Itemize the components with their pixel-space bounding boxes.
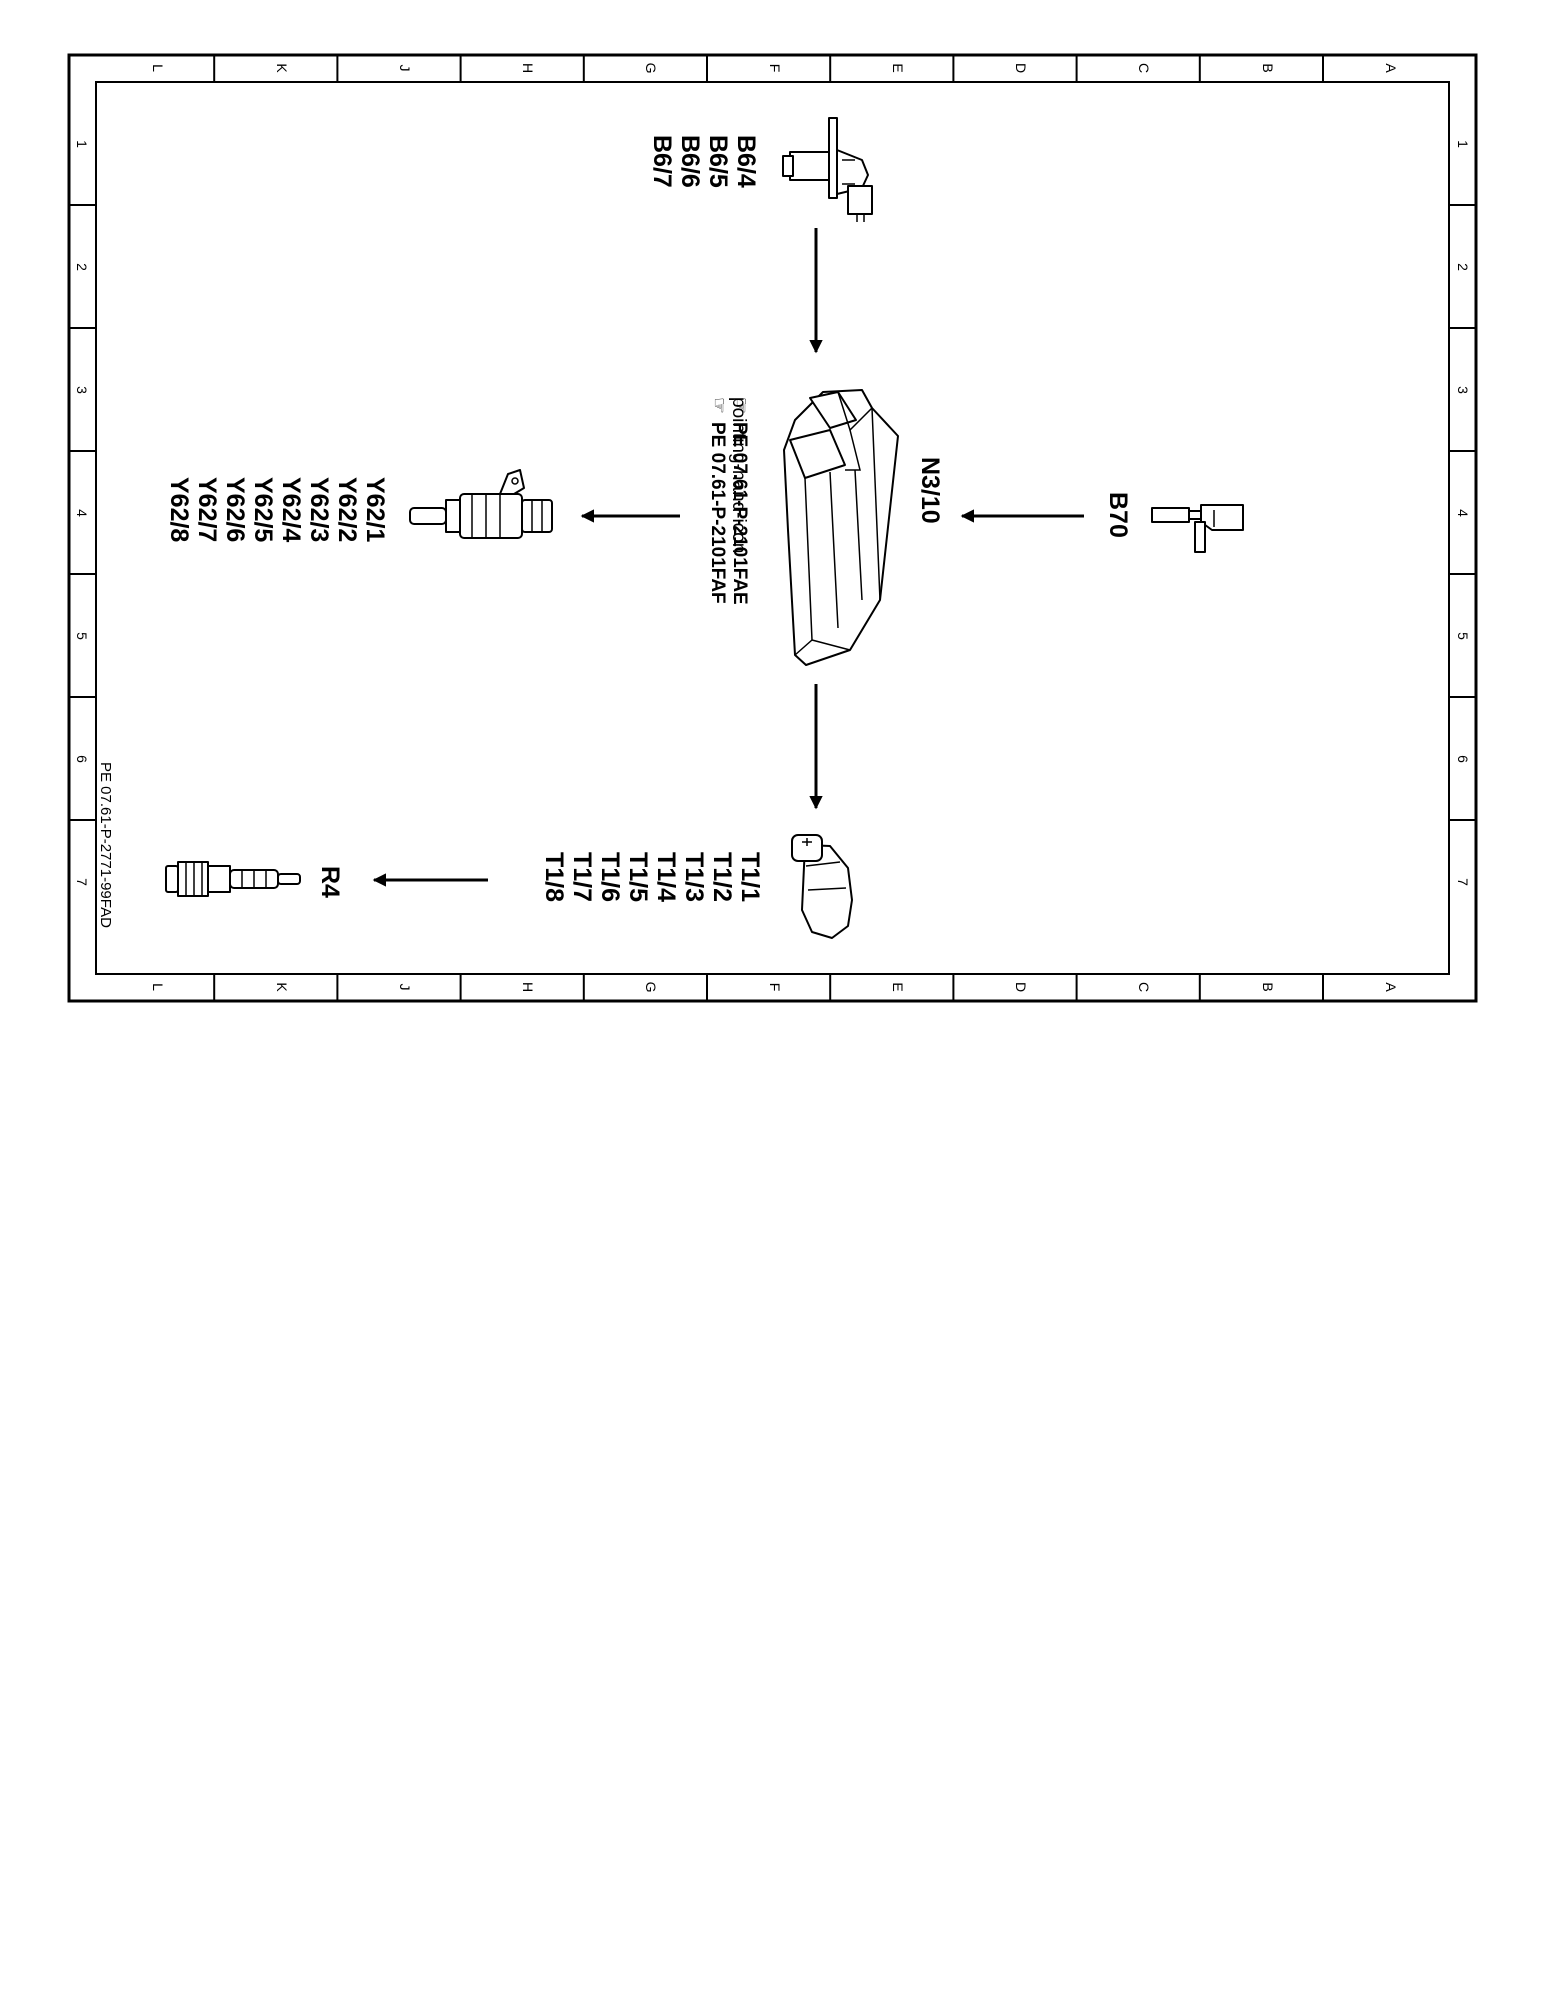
pointing-hand-icon: pointing-hand-icon <box>728 397 749 553</box>
grid-numbers-left: 1 2 3 4 5 6 7 <box>74 140 90 886</box>
grid-number: 3 <box>74 386 90 394</box>
grid-letter: L <box>150 64 166 72</box>
component-label: B70 <box>1104 492 1132 538</box>
component-label: B6/5 <box>704 135 732 188</box>
component-label: T1/5 <box>624 852 652 902</box>
grid-letter: H <box>520 982 536 992</box>
grid-letter: A <box>1383 982 1399 992</box>
grid-letter: F <box>767 64 783 73</box>
ignition-coil-labels: T1/1 T1/2 T1/3 T1/4 T1/5 T1/6 T1/7 T1/8 <box>540 852 764 902</box>
camshaft-sensor-labels: B6/4 B6/5 B6/6 B6/7 <box>648 135 760 188</box>
grid-letter: K <box>274 982 290 992</box>
grid-letter: L <box>150 983 166 991</box>
component-label: Y62/8 <box>165 477 193 542</box>
crankshaft-position-sensor-icon <box>1151 504 1244 553</box>
document-reference: PE 07.61-P-2771-99FAD <box>97 762 114 928</box>
grid-letter: A <box>1383 63 1399 73</box>
spark-plug-icon <box>165 861 301 897</box>
component-label: T1/3 <box>680 852 708 902</box>
grid-number: 4 <box>74 509 90 517</box>
grid-number: 4 <box>1455 509 1471 517</box>
connection-arrows <box>372 228 1084 887</box>
ignition-coil-icon <box>791 834 853 939</box>
component-label: T1/1 <box>736 852 764 902</box>
grid-letter: D <box>1013 63 1029 73</box>
grid-letter: J <box>397 65 413 72</box>
grid-number: 2 <box>74 263 90 271</box>
grid-letter: C <box>1136 982 1152 992</box>
reference-label: PE 07.61-P-2101FAF <box>707 422 728 604</box>
component-label: N3/10 <box>916 457 944 524</box>
grid-number: 6 <box>1455 755 1471 763</box>
grid-letter: E <box>890 982 906 991</box>
component-label: Y62/2 <box>333 477 361 542</box>
diagram-frame <box>67 53 1478 1003</box>
grid-number: 1 <box>74 140 90 148</box>
component-label: Y62/5 <box>249 477 277 542</box>
component-label: T1/8 <box>540 852 568 902</box>
component-label: Y62/7 <box>193 477 221 542</box>
injector-labels: Y62/1 Y62/2 Y62/3 Y62/4 Y62/5 Y62/6 Y62/… <box>165 477 389 542</box>
grid-number: 7 <box>74 878 90 886</box>
fuel-injector-icon <box>409 469 553 539</box>
grid-number: 5 <box>1455 632 1471 640</box>
camshaft-position-sensor-icon <box>782 117 873 222</box>
component-label: Y62/4 <box>277 477 305 542</box>
component-label: B6/7 <box>648 135 676 188</box>
component-label: T1/4 <box>652 852 680 902</box>
component-label: B6/4 <box>732 135 760 188</box>
grid-number: 3 <box>1455 386 1471 394</box>
grid-letter: B <box>1260 982 1276 991</box>
component-label: B6/6 <box>676 135 704 188</box>
grid-letter: H <box>520 63 536 73</box>
grid-letters-bottom: L K J H G F E D C B A <box>150 982 1399 993</box>
component-label: Y62/6 <box>221 477 249 542</box>
grid-number: 6 <box>74 755 90 763</box>
component-label: Y62/3 <box>305 477 333 542</box>
grid-letters-top: L K J H G F E D C B A <box>150 63 1399 74</box>
grid-letter: K <box>274 63 290 73</box>
grid-number: 7 <box>1455 878 1471 886</box>
grid-letter: D <box>1013 982 1029 992</box>
grid-letter: J <box>397 984 413 991</box>
component-label: Y62/1 <box>361 477 389 542</box>
engine-control-unit-icon <box>783 389 899 666</box>
pointing-hand-icon: ☞ <box>730 397 751 414</box>
grid-numbers-right: 1 2 3 4 5 6 7 <box>1455 140 1471 886</box>
component-label: T1/2 <box>708 852 736 902</box>
grid-letter: E <box>890 63 906 72</box>
component-label: R4 <box>316 866 344 898</box>
grid-letter: G <box>643 982 659 993</box>
grid-number: 2 <box>1455 263 1471 271</box>
reference-label: PE 07.61-P-2101FAE <box>729 422 750 605</box>
control-unit-references: pointing-hand-icon ☞ PE 07.61-P-2101FAE … <box>707 397 751 605</box>
grid-letter: G <box>643 63 659 74</box>
grid-letter: F <box>767 983 783 992</box>
grid-letter: C <box>1136 63 1152 73</box>
pointing-hand-icon: ☞ <box>708 397 729 414</box>
component-label: T1/7 <box>568 852 596 902</box>
component-label: T1/6 <box>596 852 624 902</box>
grid-letter: B <box>1260 63 1276 72</box>
grid-number: 5 <box>74 632 90 640</box>
grid-number: 1 <box>1455 140 1471 148</box>
